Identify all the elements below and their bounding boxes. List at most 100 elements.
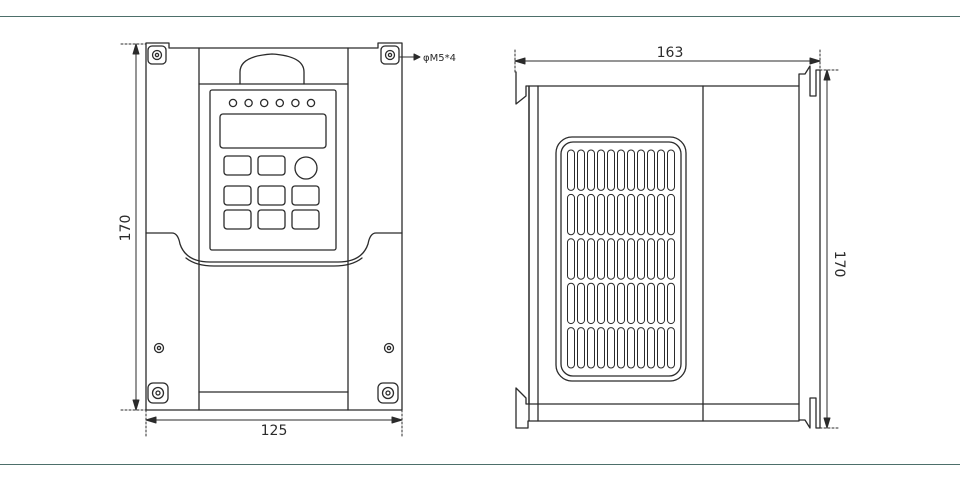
front-height-dimension [120,43,147,411]
front-height-label: 170 [118,215,134,242]
vent-slot [647,327,655,369]
mount-hole-bottom-right [377,382,399,404]
keypad-key [223,209,252,230]
mount-hole-leader [399,53,421,61]
side-width-dimension [514,49,821,73]
vent-slot [587,327,595,369]
vent-slot [627,193,635,236]
top-border-line [0,16,960,17]
status-leds [228,98,316,108]
vent-slot [667,149,675,191]
vent-slot [637,238,645,280]
led-indicator [244,98,253,108]
keypad-knob [294,156,318,180]
vent-slot [577,149,585,191]
bottom-border-line [0,464,960,465]
vent-slot [617,238,625,280]
vent-slot [577,238,585,280]
vent-slot [617,327,625,369]
vent-slot [597,327,605,369]
vent-slot [607,149,615,191]
vent-slot [597,193,605,236]
vent-slot [667,238,675,280]
vent-slot [627,149,635,191]
vent-slot [577,193,585,236]
dim-arrow-left [514,57,526,65]
dim-arrow-right [391,416,403,424]
vent-slot [637,282,645,325]
vent-slot [647,149,655,191]
vent-slot [647,193,655,236]
vent-slot [607,238,615,280]
vent-grille-outer [555,136,687,382]
vent-slot [637,193,645,236]
vent-slot [587,193,595,236]
vent-slot [567,238,575,280]
side-height-label: 170 [831,251,847,278]
vent-slot [607,193,615,236]
dim-arrow-left [145,416,157,424]
side-right-flange [798,65,821,429]
screw-mid-left [153,342,165,354]
vent-grille-inner [560,141,682,377]
vent-slots [567,149,675,369]
vent-slot [617,282,625,325]
vent-slot [657,238,665,280]
front-housing-outline [145,42,403,411]
vent-slot [657,149,665,191]
vent-slot [587,149,595,191]
front-width-dimension [145,409,403,437]
keypad-key [223,155,252,176]
vent-slot [567,193,575,236]
display-window [219,113,327,149]
vent-slot [597,149,605,191]
side-left-flange [515,71,530,429]
vent-slot [597,238,605,280]
vent-slot [617,193,625,236]
led-indicator [275,98,285,108]
keypad-key [257,155,286,176]
vent-slot [657,327,665,369]
dim-arrow-up [823,69,831,81]
display-hood [239,53,305,85]
screw-mid-right [383,342,395,354]
keypad-key [291,185,320,206]
vent-slot [597,282,605,325]
keypad-key [223,185,252,206]
dim-arrow-up [132,43,140,55]
vent-slot [567,327,575,369]
mount-hole-top-right [380,45,400,65]
mount-hole-top-left [147,45,167,65]
led-indicator [291,98,300,108]
vent-slot [637,327,645,369]
vent-slot [657,282,665,325]
keypad-buttons [223,155,320,230]
front-width-label: 125 [261,423,288,439]
dim-arrow-right [809,57,821,65]
keypad-key [257,209,286,230]
vent-slot [627,282,635,325]
vent-slot [587,238,595,280]
vent-slot [567,282,575,325]
side-height-dimension [819,69,841,429]
front-view [145,42,421,411]
vent-slot [667,193,675,236]
side-view [515,65,821,429]
led-indicator [228,98,238,108]
vent-slot [587,282,595,325]
mount-hole-bottom-left [147,382,169,404]
keypad-key [291,209,320,230]
dim-arrow-down [132,399,140,411]
vent-slot [657,193,665,236]
keypad-panel [209,89,337,251]
vent-slot [567,149,575,191]
vent-slot [647,282,655,325]
side-width-label: 163 [657,45,684,61]
vent-slot [647,238,655,280]
mount-hole-label: φM5*4 [423,53,456,64]
vent-slot [607,282,615,325]
vent-slot [637,149,645,191]
keypad-key [257,185,286,206]
